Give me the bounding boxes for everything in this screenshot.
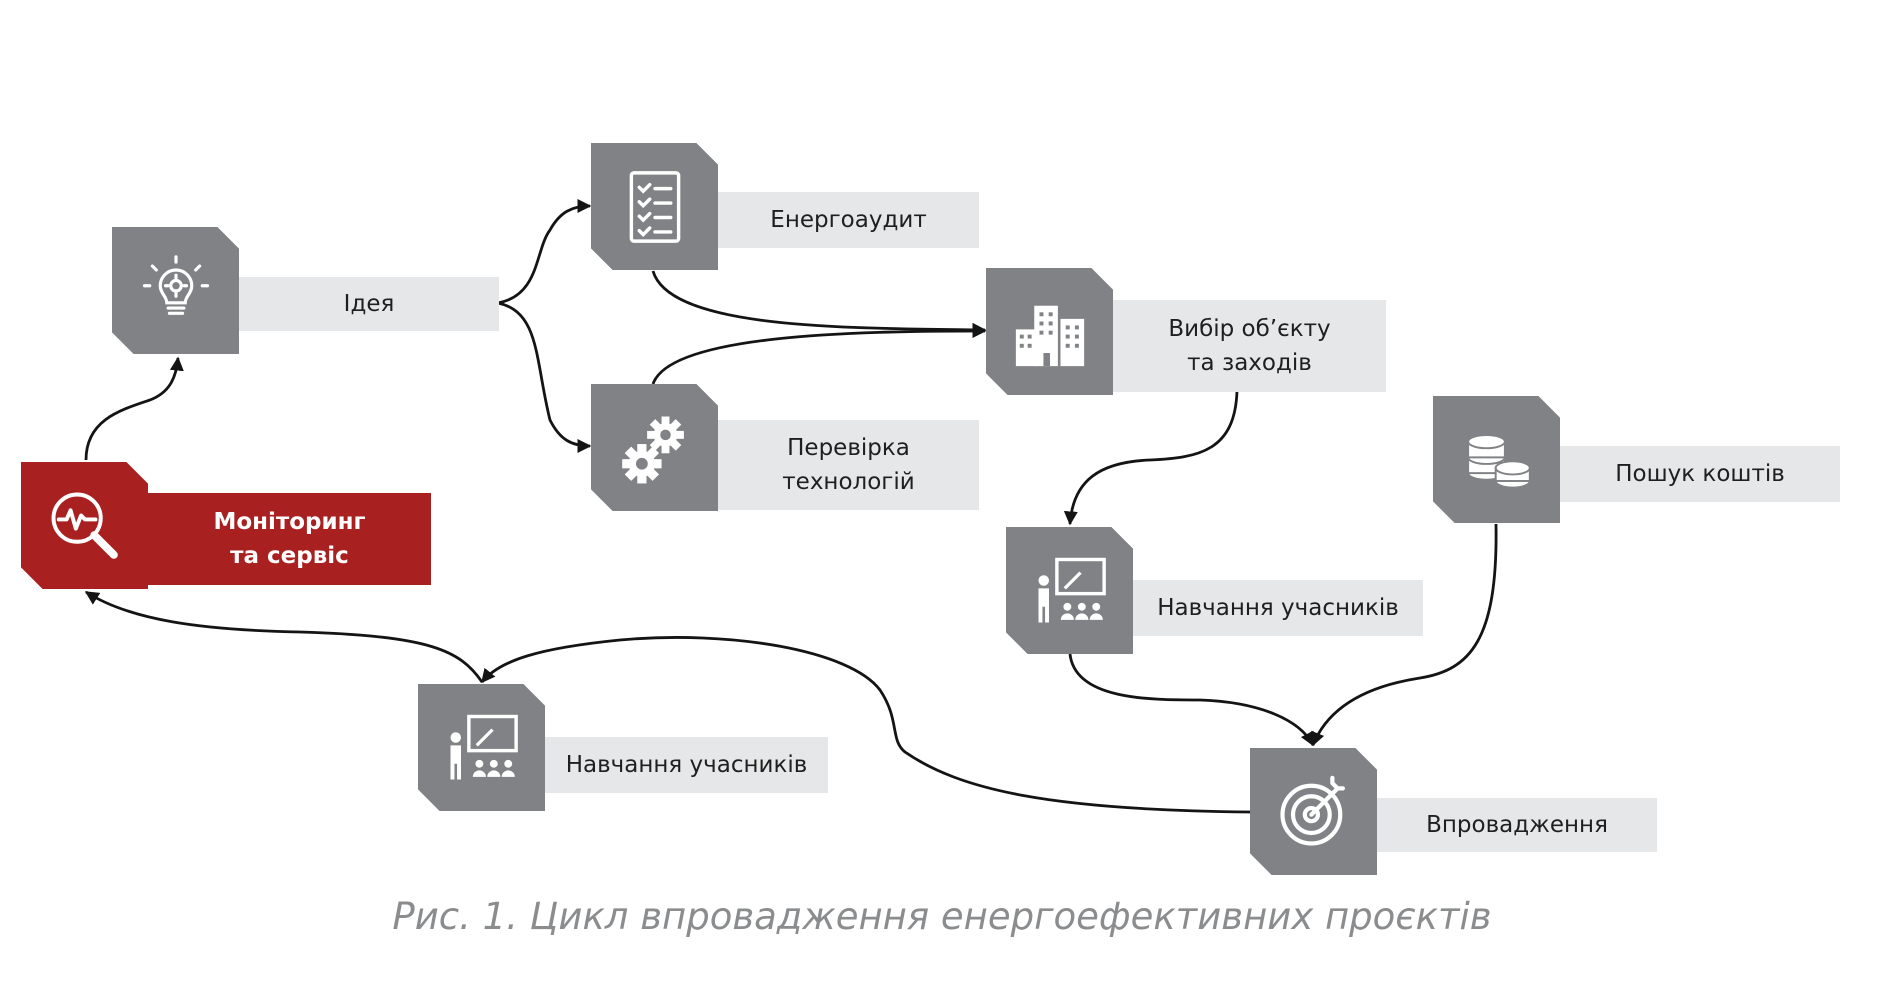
presentation-icon (1006, 527, 1133, 654)
label-object-selection: Вибір об’єкту та заходів (1113, 300, 1386, 392)
arrow-implement-to-training2 (480, 636, 1251, 814)
arrow-tech-to-choice (651, 324, 987, 385)
coins-icon (1433, 396, 1560, 523)
arrow-training2-to-monitoring (84, 590, 484, 683)
label-energy-audit: Енергоаудит (718, 192, 979, 248)
checklist-icon (591, 143, 718, 270)
label-participant-training-2: Навчання учасників (545, 737, 828, 793)
arrow-audit-to-choice (651, 270, 987, 337)
label-funding-search: Пошук коштів (1560, 446, 1840, 502)
label-monitoring-service: Моніторинг та сервіс (148, 493, 431, 585)
arrow-monitoring-to-idea (84, 356, 184, 461)
arrow-funds-to-implement (1311, 523, 1498, 747)
arrow-idea-to-tech (497, 301, 592, 453)
gears-icon (591, 384, 718, 511)
label-technology-check: Перевірка технологій (718, 420, 979, 510)
target-icon (1250, 748, 1377, 875)
label-implementation: Впровадження (1377, 798, 1657, 852)
arrow-idea-to-audit (497, 199, 592, 305)
lightbulb-gear-icon (112, 227, 239, 354)
label-participant-training-1: Навчання учасників (1133, 580, 1423, 636)
presentation-icon (418, 684, 545, 811)
figure-caption: Рис. 1. Цикл впровадження енергоефективн… (392, 895, 1492, 938)
label-idea: Ідея (239, 277, 499, 331)
arrow-choice-to-training1 (1063, 390, 1239, 526)
buildings-icon (986, 268, 1113, 395)
magnifier-pulse-icon (21, 462, 148, 589)
arrow-training1-to-implement (1068, 653, 1315, 747)
